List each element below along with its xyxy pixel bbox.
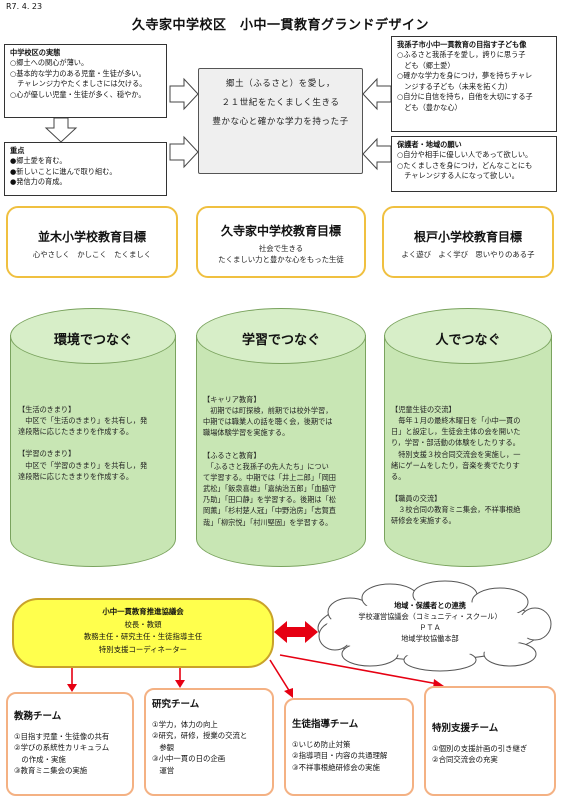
people-pillar-top [384, 308, 552, 364]
ideal-child-line: ○自分に自信を持ち，自他を大切にする子 [397, 92, 533, 102]
team-line: ①学力，体力の向上 [152, 719, 218, 729]
environment-pillar-top [10, 308, 176, 364]
team-line: の作成・実施 [14, 754, 66, 764]
environment-pillar-text: 【生活のきまり】 中区で「生活のきまり」を共有し，発 達段階に応じたきまりを作成… [18, 405, 148, 481]
environment-pillar-body [10, 335, 176, 567]
arrow-down-icon [67, 684, 77, 692]
community-wish-heading: 保護者・地域の願い [397, 140, 462, 149]
kujike-goal-box: 久寺家中学校教育目標 社会で生きる たくましい力と豊かな心をもった生徒 [196, 206, 366, 278]
research-team-box: 研究チーム ①学力，体力の向上 ②研究，研修，授業の交流と 参観 ③小中一貫の日… [144, 688, 274, 796]
team-line: ②学びの系統性カリキュラム [14, 743, 110, 753]
priority-line: ●郷土愛を育む。 [10, 156, 67, 166]
center-vision-line: 豊かな心と確かな学力を持った子 [212, 116, 349, 127]
promotion-council-box: 小中一貫教育推進協議会 校長・教頭 教務主任・研究主任・生徒指導主任 特別支援コ… [12, 598, 274, 668]
student-guidance-team-box: 生徒指導チーム ①いじめ防止対策 ②指導項目・内容の共通理解 ③不祥事根絶研修会… [284, 698, 414, 796]
area-status-line: ○基本的な学力のある児童・生徒が多い。 [10, 68, 146, 78]
area-status-line: ○心が優しい児童・生徒が多く、穏やか。 [10, 89, 146, 99]
promotion-council-title: 小中一貫教育推進協議会 [102, 607, 184, 616]
team-line: ①いじめ防止対策 [292, 739, 351, 749]
right-arrow-icon [169, 135, 199, 169]
arrow-down-icon [175, 680, 185, 688]
ideal-child-line: ○ふるさと我孫子を愛し，誇りに思う子 [397, 50, 526, 60]
ideal-child-line: ンジする子ども（未来を拓く力） [397, 81, 513, 91]
namiki-goal-box: 並木小学校教育目標 心やさしく かしこく たくましく [6, 206, 178, 278]
right-arrow-icon [169, 77, 199, 111]
special-support-team-title: 特別支援チーム [432, 723, 499, 734]
team-line: ③教育ミニ集会の実施 [14, 766, 88, 776]
center-vision-line: ２１世紀をたくましく生きる [221, 97, 340, 108]
ideal-child-line: ども（豊かな心） [397, 102, 462, 112]
ideal-child-line: ども（郷土愛） [397, 60, 455, 70]
learning-pillar-title: 学習でつなぐ [241, 333, 320, 348]
priority-line: ●新しいことに進んで取り組む。 [10, 166, 117, 176]
community-wish-line: ○たくましさを身につけ，どんなことにも [397, 160, 533, 170]
community-cooperation-line: ＰＴＡ [419, 623, 441, 633]
community-wish-box: 保護者・地域の願い ○自分や相手に優しい人であって欲しい。 ○たくましさを身につ… [391, 136, 557, 192]
page-title: 久寺家中学校区 小中一貫教育グランドデザイン [131, 18, 429, 33]
learning-pillar-text: 【キャリア教育】 初期では町探検，前期では校外学習， 中期では職業人の話を聴く会… [203, 395, 336, 527]
community-cooperation-title: 地域・保護者との連携 [394, 601, 466, 610]
kujike-goal-text: たくましい力と豊かな心をもった生徒 [218, 255, 344, 265]
learning-pillar-body [196, 335, 366, 567]
team-line: 運営 [152, 765, 175, 775]
left-arrow-icon [362, 137, 392, 171]
center-vision-line: 郷土（ふるさと）を愛し， [225, 79, 336, 89]
promotion-council-line: 特別支援コーディネーター [98, 644, 188, 654]
team-line: ②研究，研修，授業の交流と [152, 731, 248, 741]
people-pillar-body [384, 335, 552, 567]
center-vision-box: 郷土（ふるさと）を愛し， ２１世紀をたくましく生きる 豊かな心と確かな学力を持っ… [198, 68, 363, 174]
promotion-council-line: 教務主任・研究主任・生徒指導主任 [83, 632, 203, 642]
area-status-line: チャレンジ力やたくましさには欠ける。 [10, 79, 147, 89]
team-line: ②指導項目・内容の共通理解 [292, 751, 388, 761]
down-arrow-icon [44, 117, 78, 143]
team-line: ③小中一貫の日の企画 [152, 754, 226, 764]
people-pillar-title: 人でつなぐ [435, 333, 501, 348]
research-team-title: 研究チーム [152, 699, 200, 710]
academic-affairs-team-title: 教務チーム [14, 711, 62, 722]
community-cooperation-line: 地域学校協働本部 [401, 634, 459, 644]
double-arrow-icon [274, 621, 318, 643]
learning-pillar-top [196, 308, 366, 364]
namiki-goal-text: 心やさしく かしこく たくましく [32, 250, 152, 259]
priority-box: 重点 ●郷土愛を育む。 ●新しいことに進んで取り組む。 ●発信力の育成。 [4, 142, 167, 196]
document-date: R7. 4. 23 [6, 2, 43, 11]
nedo-goal-text: よく遊び よく学び 思いやりのある子 [401, 250, 535, 259]
environment-pillar-title: 環境でつなぐ [53, 333, 132, 348]
team-line: 参観 [152, 742, 175, 752]
area-status-line: ○郷土への関心が薄い。 [10, 58, 89, 68]
team-line: ①目指す児童・生徒像の共有 [14, 731, 110, 741]
kujike-goal-title: 久寺家中学校教育目標 [220, 224, 341, 238]
community-wish-line: ○自分や相手に優しい人であって欲しい。 [397, 150, 533, 160]
area-status-heading: 中学校区の実態 [10, 48, 61, 57]
people-pillar-text: 【児童生徒の交流】 毎年１月の最終木曜日を「小中一貫の 日」と設定し，生徒会主体… [391, 405, 521, 526]
ideal-child-box: 我孫子市小中一貫教育の目指す子ども像 ○ふるさと我孫子を愛し，誇りに思う子 ども… [391, 36, 557, 132]
kujike-goal-text: 社会で生きる [258, 244, 304, 253]
ideal-child-line: ○確かな学力を身につけ，夢を持ちチャレ [397, 71, 533, 81]
namiki-goal-title: 並木小学校教育目標 [37, 230, 146, 244]
team-line: ③不祥事根絶研修会の実施 [292, 762, 380, 772]
priority-line: ●発信力の育成。 [10, 177, 67, 187]
area-status-box: 中学校区の実態 ○郷土への関心が薄い。 ○基本的な学力のある児童・生徒が多い。 … [4, 44, 167, 118]
community-wish-line: チャレンジする人になって欲しい。 [397, 171, 519, 181]
team-line: ②合同交流会の充実 [432, 755, 498, 765]
nedo-goal-box: 根戸小学校教育目標 よく遊び よく学び 思いやりのある子 [382, 206, 554, 278]
community-cooperation-line: 学校運営協議会（コミュニティ・スクール） [358, 612, 502, 622]
left-arrow-icon [362, 77, 392, 111]
priority-heading: 重点 [10, 146, 25, 155]
promotion-council-line: 校長・教頭 [124, 619, 162, 629]
academic-affairs-team-box: 教務チーム ①目指す児童・生徒像の共有 ②学びの系統性カリキュラム の作成・実施… [6, 692, 134, 796]
arrow-diagonal-icon [284, 688, 293, 698]
student-guidance-team-title: 生徒指導チーム [292, 719, 359, 730]
community-cooperation-box: 地域・保護者との連携 学校運営協議会（コミュニティ・スクール） ＰＴＡ 地域学校… [330, 600, 530, 645]
special-support-team-box: 特別支援チーム ①個別の支援計画の引き継ぎ ②合同交流会の充実 [424, 686, 556, 796]
nedo-goal-title: 根戸小学校教育目標 [413, 230, 522, 244]
ideal-child-heading: 我孫子市小中一貫教育の目指す子ども像 [397, 40, 527, 49]
team-line: ①個別の支援計画の引き継ぎ [432, 743, 528, 753]
